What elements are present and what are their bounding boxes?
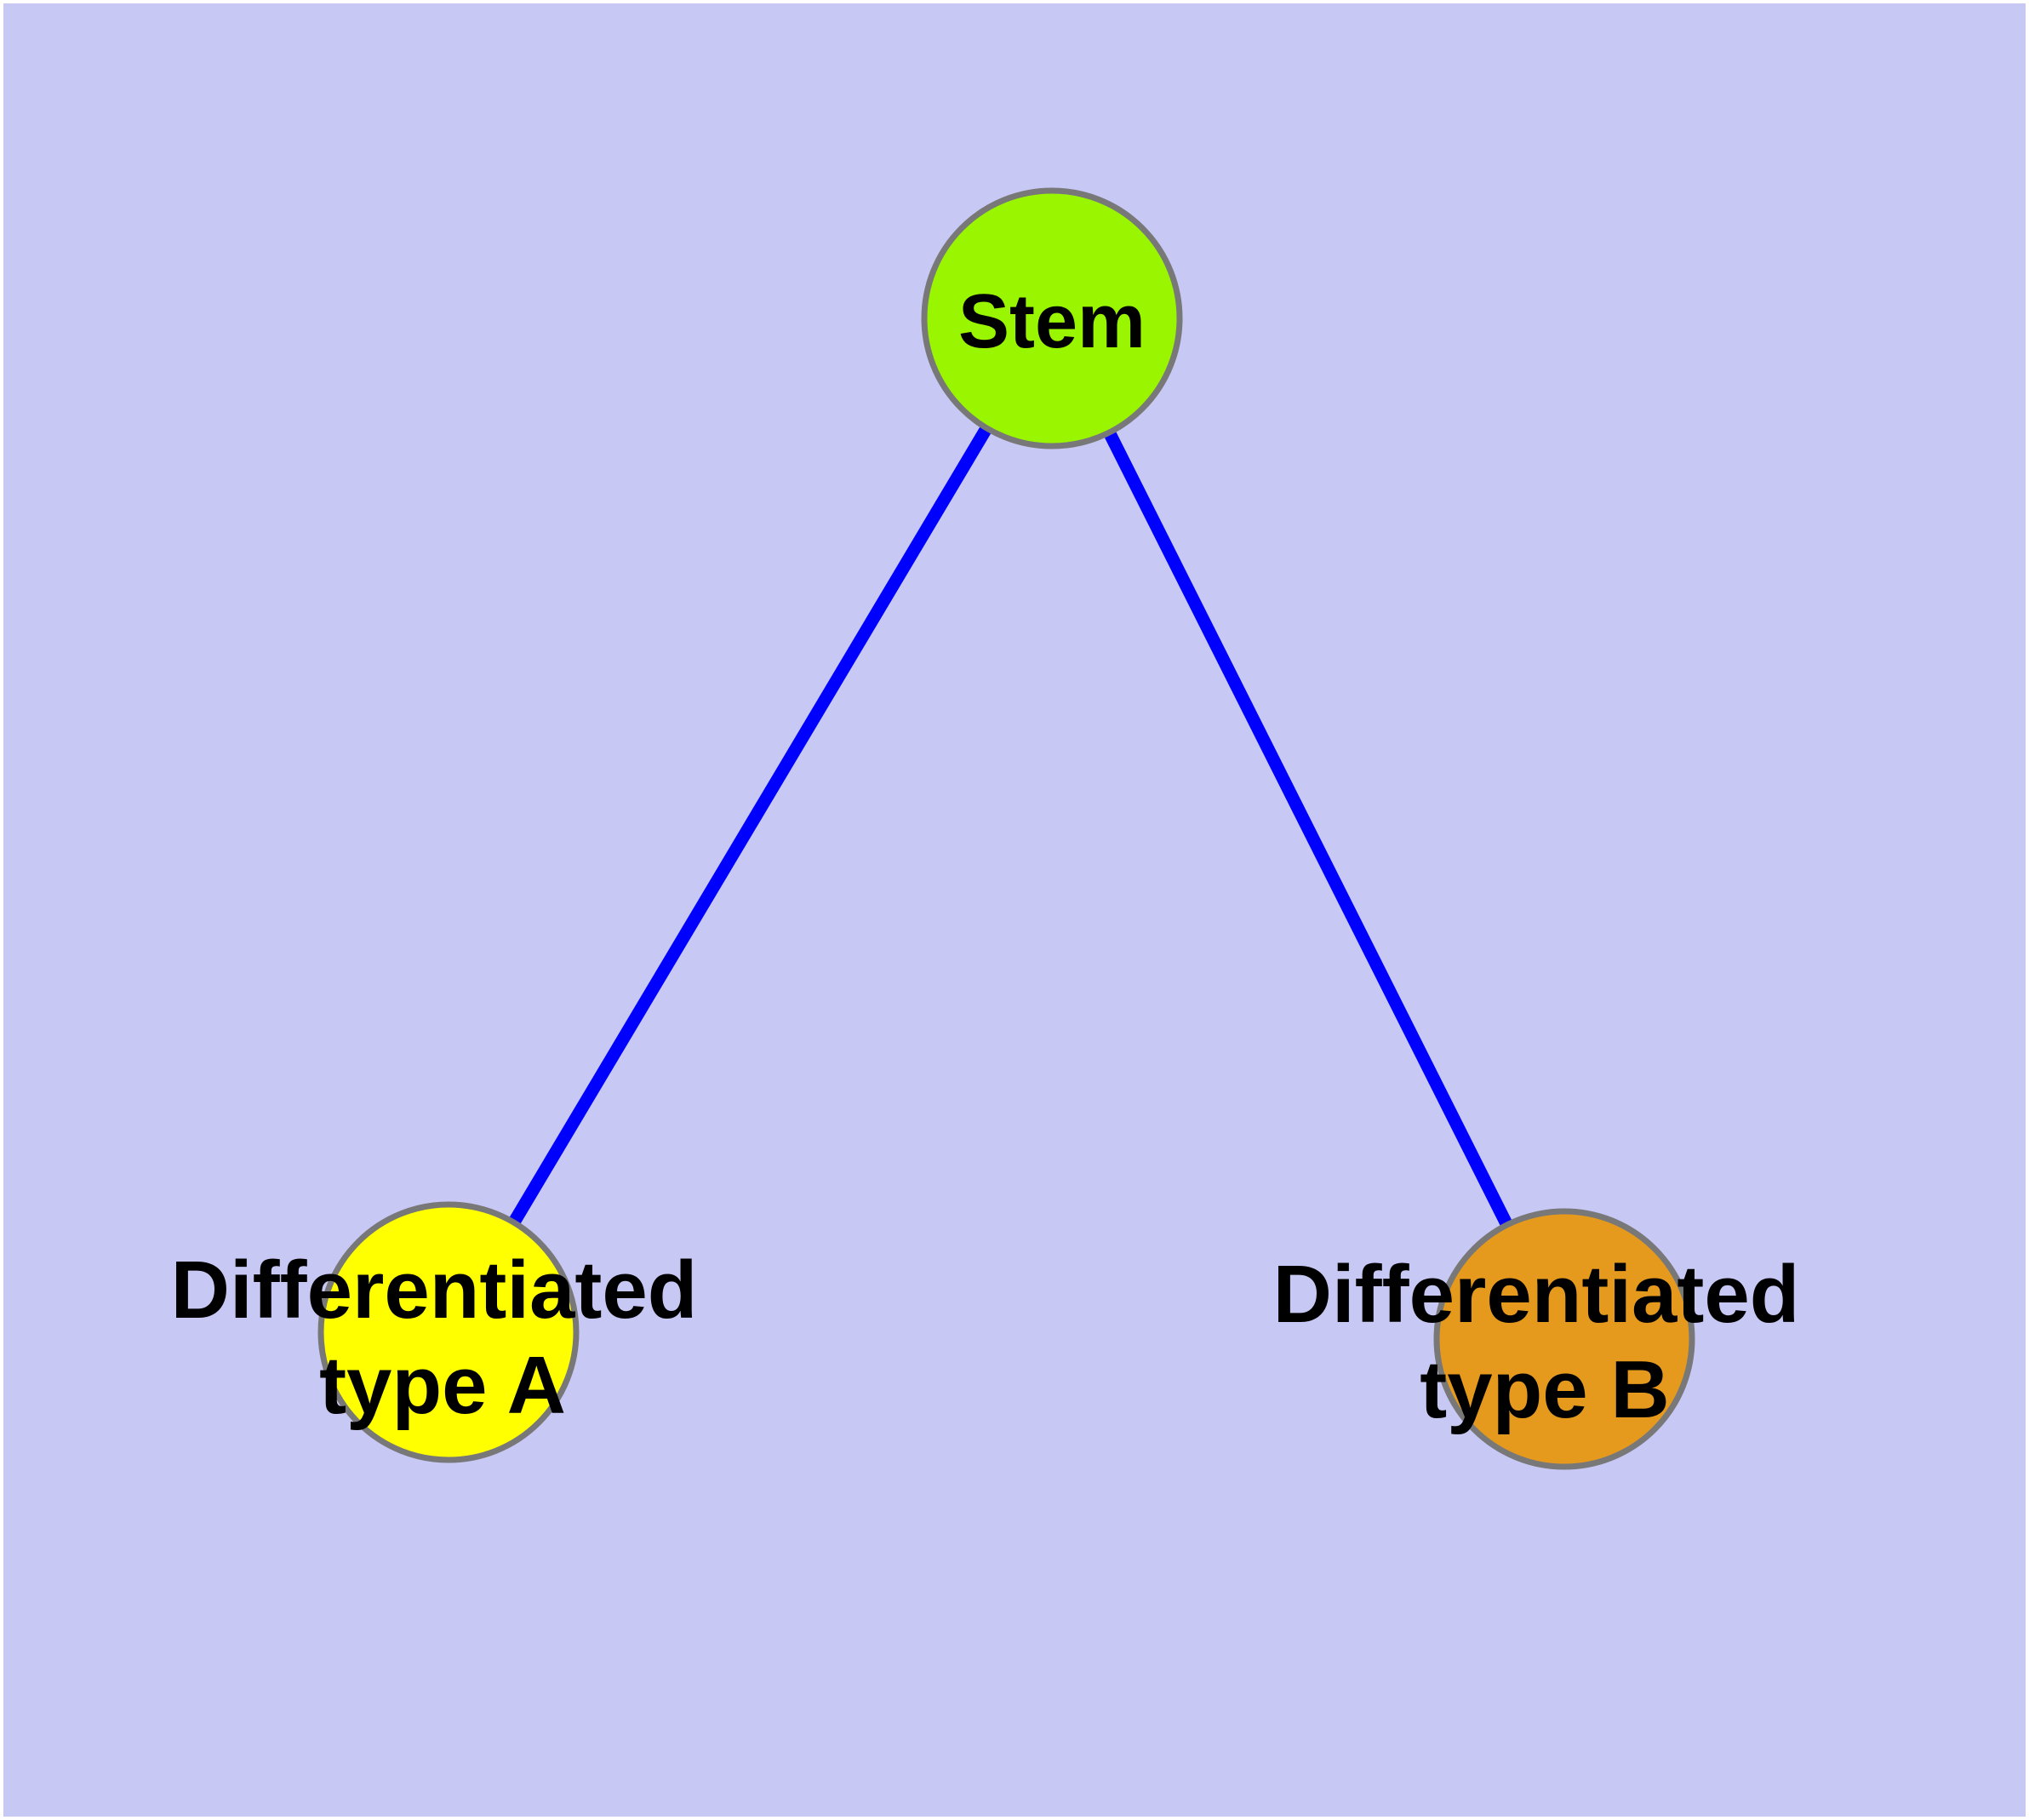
type-b-label-line1: Differentiated: [1273, 1249, 1800, 1340]
type-a-label-line1: Differentiated: [171, 1245, 698, 1336]
type-b-label-line2: type B: [1420, 1344, 1669, 1435]
edge-stem-to-type-a: [443, 315, 1058, 1336]
edge-stem-to-type-b: [1046, 315, 1570, 1342]
type-a-label-line2: type A: [319, 1340, 566, 1431]
differentiated-type-a-node: [317, 1201, 580, 1463]
stem-node-label: Stem: [958, 279, 1146, 364]
stem-node: [921, 187, 1183, 449]
differentiated-type-b-node: [1433, 1208, 1695, 1470]
